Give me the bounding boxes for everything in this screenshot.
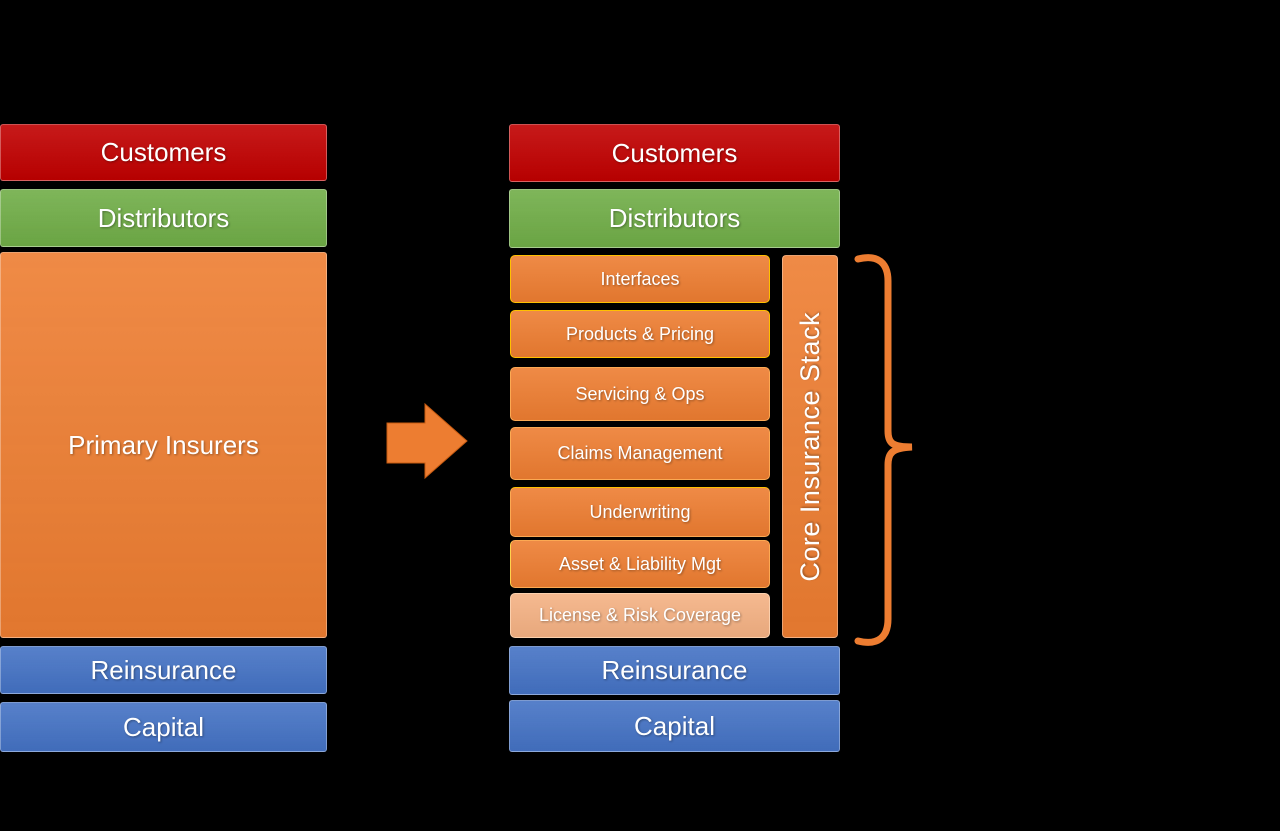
core-insurance-stack-label: Core Insurance Stack (794, 311, 825, 582)
module-underwriting: Underwriting (510, 487, 770, 537)
left-box-distributors: Distributors (0, 189, 327, 247)
left-box-reinsurance: Reinsurance (0, 646, 327, 694)
right-box-reinsurance: Reinsurance (509, 646, 840, 695)
module-products-pricing: Products & Pricing (510, 310, 770, 358)
right-box-capital: Capital (509, 700, 840, 752)
module-servicing-ops: Servicing & Ops (510, 367, 770, 421)
module-asset-liability-mgt: Asset & Liability Mgt (510, 540, 770, 588)
module-claims-management: Claims Management (510, 427, 770, 480)
core-insurance-stack-bar: Core Insurance Stack (782, 255, 838, 638)
module-license-risk-coverage: License & Risk Coverage (510, 593, 770, 638)
arrow-right-icon (386, 402, 468, 480)
right-brace-icon (854, 254, 913, 646)
left-box-primary-insurers: Primary Insurers (0, 252, 327, 638)
right-box-customers: Customers (509, 124, 840, 182)
left-box-capital: Capital (0, 702, 327, 752)
left-box-customers: Customers (0, 124, 327, 181)
module-interfaces: Interfaces (510, 255, 770, 303)
right-box-distributors: Distributors (509, 189, 840, 248)
